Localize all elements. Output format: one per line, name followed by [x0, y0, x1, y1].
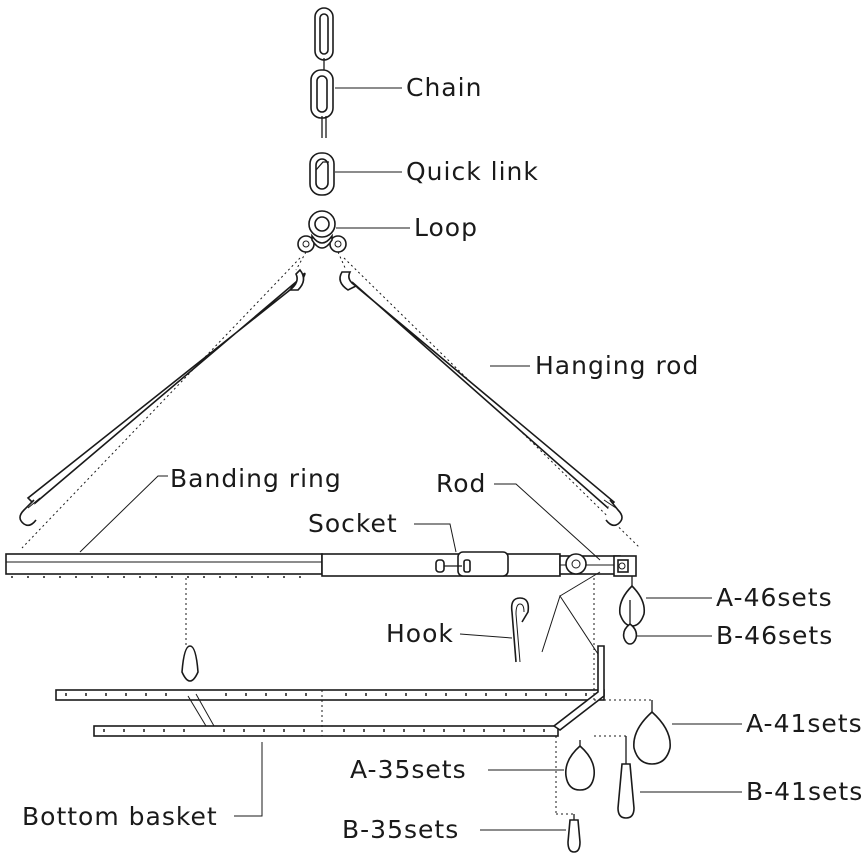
basket-holes [65, 693, 587, 732]
hook-part [510, 597, 530, 663]
rod [565, 553, 637, 577]
hanging-rod-label: Hanging rod [535, 351, 699, 380]
banding-ring-holes [11, 576, 301, 578]
chain [310, 7, 334, 138]
banding-ring [5, 553, 621, 577]
banding-ring-label: Banding ring [170, 464, 342, 493]
rod-label: Rod [436, 469, 486, 498]
weight-a35 [564, 740, 596, 791]
a41-label: A-41sets [746, 709, 863, 738]
bottom-basket-label: Bottom basket [22, 802, 218, 831]
bottom-basket [55, 645, 605, 737]
hook-label: Hook [386, 619, 454, 648]
b41-label: B-41sets [746, 777, 863, 806]
weight-b35 [567, 814, 581, 853]
loop-label: Loop [414, 213, 478, 242]
quick-link [309, 152, 335, 196]
weight-a41 [633, 700, 671, 765]
b46-label: B-46sets [716, 621, 833, 650]
a35-label: A-35sets [350, 755, 467, 784]
loop [297, 210, 347, 253]
socket-label: Socket [308, 509, 398, 538]
b35-label: B-35sets [342, 815, 459, 844]
weight-b41 [617, 736, 635, 819]
weight-b46 [622, 600, 638, 645]
hanging-rod-left [19, 268, 306, 527]
chain-label: Chain [406, 73, 482, 102]
quick-link-label: Quick link [406, 157, 539, 186]
a46-label: A-46sets [716, 583, 833, 612]
hanging-rod-right [339, 271, 623, 527]
socket [435, 551, 509, 577]
weight-a46 [618, 576, 646, 627]
